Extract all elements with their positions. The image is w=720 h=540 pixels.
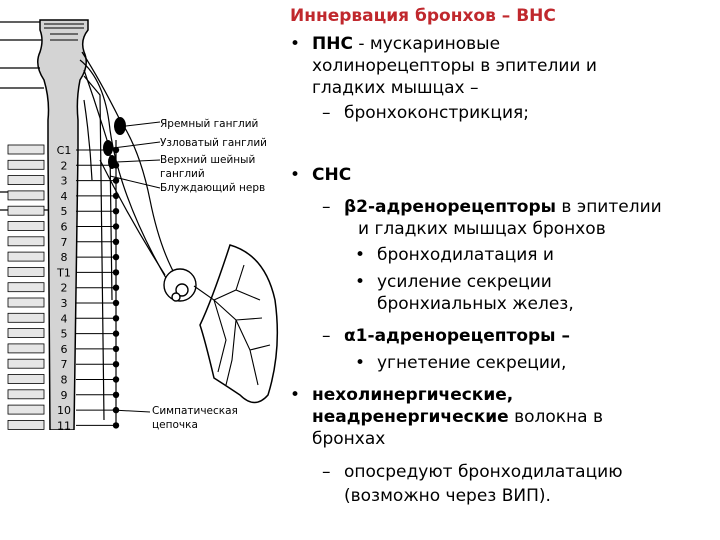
pns-sub-text: бронхоконстрикция; [344,103,529,123]
spinal-segment-label: 4 [61,312,68,325]
jugular-ganglion-label: Яремный ганглий [160,118,258,130]
sympathetic-chain-label-1: Симпатическая [152,405,238,417]
sympathetic-chain-label-2: цепочка [152,419,198,430]
beta2-receptors: β2-адренорецепторы [344,197,557,217]
spinal-segment-label: C1 [57,144,72,157]
superior-cervical-ganglion-shape [108,155,116,169]
pns-text-2: холинорецепторы в эпителии и [312,56,597,76]
sns-beta-item-2-line-1: усиление секреции [377,272,552,292]
nanc-rest-2: волокна в [508,407,603,427]
spinal-segment-label: T1 [56,266,71,279]
spinal-segment-label: 5 [61,205,68,218]
sympathetic-chain [76,140,120,429]
label-leaders [109,121,161,413]
spinal-segment-label: 3 [61,175,68,188]
vertebra [7,389,45,400]
sns-beta-item-1: бронходилатация и [377,245,554,265]
spinal-segment-label: 6 [61,343,68,356]
jugular-ganglion-shape [114,117,126,135]
sns-beta-line-2: и гладких мышцах бронхов [358,219,606,239]
sns-beta-dash: – [322,197,331,217]
spinal-segment-label: 2 [61,159,68,172]
vertebra [7,282,45,293]
vertebra [7,374,45,384]
pns-sub-dash: – [322,103,331,123]
spinal-segment-label: 8 [61,374,68,387]
sns-beta-item-2-line-2: бронхиальных желез, [377,294,574,314]
sns-beta-item-1-bullet: • [355,245,366,265]
lung [199,244,279,404]
nodose-ganglion-shape [103,140,113,156]
vertebra [7,144,45,155]
sns-beta-rest: в эпителии [556,197,662,217]
vertebra [7,312,45,323]
spinal-segment-label: 6 [61,221,68,234]
vagus-nerve-fibers [79,51,179,421]
spinal-segment-label: 7 [61,358,68,371]
innervation-diagram: Яремный ганглий Узловатый ганглий Верхни… [0,19,279,430]
sns-beta-line-1: β2-адренорецепторы в эпителии [344,196,662,218]
sns-alpha-item-1: угнетение секреции, [377,353,567,373]
spinal-segment-label: 11 [57,419,71,430]
vertebra [7,236,45,247]
vertebra [7,419,45,430]
vertebra [7,328,45,339]
superior-cervical-ganglion-label-2: ганглий [160,168,205,180]
spinal-segment-label: 2 [61,282,68,295]
vagus-nerve-label: Блуждающий нерв [160,182,265,194]
vertebra [7,404,45,415]
vertebra [7,221,45,231]
vertebra [7,266,45,277]
nanc-sub-dash: – [322,462,331,482]
bronchial-tree [193,264,271,386]
vertebra [7,297,45,308]
nanc-bold-2: неадренергические [312,407,509,427]
nanc-line-3: бронхах [312,429,386,449]
vertebra [7,343,45,354]
spinal-segment-label: 10 [57,404,71,417]
superior-cervical-ganglion-label-1: Верхний шейный [160,154,255,166]
ganglia [103,117,126,169]
vertebra [7,159,45,170]
spinal-segment-label: 3 [61,297,68,310]
pns-text-3: гладких мышцах – [312,78,479,98]
nanc-bullet: • [290,385,301,405]
sns-alpha-dash: – [322,326,331,346]
pns-bullet: • [290,34,301,54]
nanc-line-2: неадренергические волокна в [312,406,603,428]
brainstem-hatching [44,23,84,41]
spinal-segment-label: 8 [61,251,68,264]
alpha1-receptors: α1-адренорецепторы – [344,326,570,346]
nodose-ganglion-label: Узловатый ганглий [160,137,267,149]
vertebra [7,205,45,216]
sns-beta-item-2-bullet: • [355,272,366,292]
slide-title: Иннервация бронхов – ВНС [290,6,556,26]
chain-ganglion [112,422,120,429]
sns-alpha-item-1-bullet: • [355,353,366,373]
spinal-segment-label: 5 [61,328,68,341]
pns-text-1: - мускариновые [352,34,501,54]
sns-heading: СНС [312,165,352,185]
vertebra [7,251,45,262]
spinal-cord [37,19,89,430]
nanc-sub-line-1: опосредуют бронходилатацию [344,462,623,482]
spinal-segment-labels: C12345678T123456789101112 [56,144,71,430]
vertebra [7,190,45,201]
pns-line-1: ПНС - мускариновые [312,33,500,55]
vertebra [7,175,45,186]
nanc-sub-line-2: (возможно через ВИП). [344,486,551,506]
sns-bullet: • [290,165,301,185]
spinal-segment-label: 9 [61,389,68,402]
vertebral-column [7,144,45,430]
vertebra [7,358,45,369]
spinal-segment-label: 4 [61,190,68,203]
spinal-segment-label: 7 [61,236,68,249]
pulmonary-plexus [163,268,197,302]
pns-heading: ПНС [312,34,353,54]
nanc-line-1: нехолинергические, [312,385,514,405]
